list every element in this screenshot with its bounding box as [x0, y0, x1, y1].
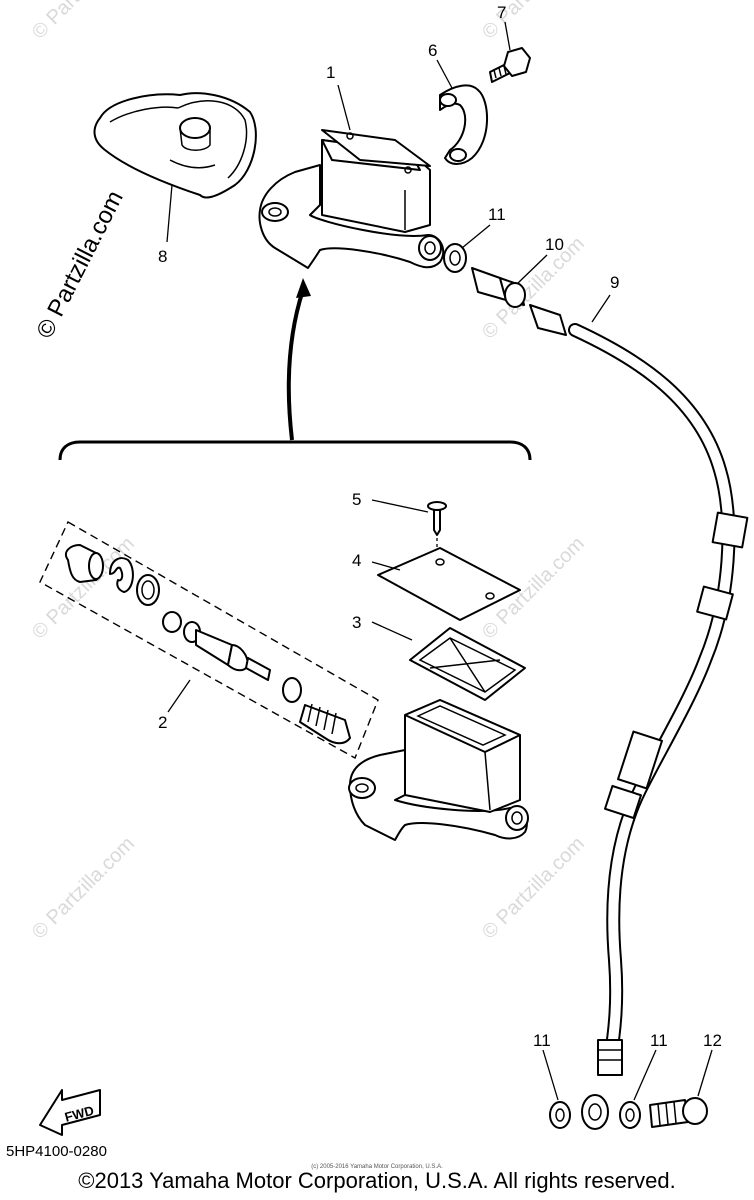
part-11-washer-hole: [555, 1108, 565, 1122]
callout-3: 3: [352, 613, 361, 632]
part-4-cover: [377, 547, 521, 621]
part-1-master-cylinder-body: [348, 699, 529, 841]
part-3-diaphragm: [409, 627, 526, 701]
exploded-group-bracket: [58, 278, 532, 461]
callout-layer: 1 2 3 4 5 6 7 8 9 10 11 11 11 12: [158, 3, 722, 1050]
part-7-bolt: [489, 47, 531, 83]
callout-9: 9: [610, 273, 619, 292]
part-11-washer: [549, 1101, 571, 1129]
part-5-screw: [427, 501, 447, 555]
callout-5: 5: [352, 490, 361, 509]
callout-6: 6: [428, 41, 437, 60]
callout-4: 4: [352, 551, 361, 570]
part-11-washer-hole: [449, 250, 461, 266]
callout-12: 12: [703, 1031, 722, 1050]
callout-2: 2: [158, 713, 167, 732]
diagram-code: 5HP4100-0280: [6, 1143, 107, 1160]
part-2-piston-kit: [39, 521, 379, 760]
fwd-arrow: FWD: [39, 1089, 101, 1136]
watermark: © Partzilla.com: [478, 0, 589, 44]
watermark: © Partzilla.com: [28, 833, 139, 944]
callout-1: 1: [326, 63, 335, 82]
watermark-main: © Partzilla.com: [31, 186, 128, 342]
part-11-washer-hole: [625, 1108, 635, 1122]
part-10-fitting: [471, 267, 526, 308]
part-6-holder: [439, 84, 488, 165]
part-1-master-cylinder: [258, 129, 445, 269]
watermark: © Partzilla.com: [28, 0, 139, 44]
leader-lines: [166, 21, 713, 1101]
callout-11: 11: [650, 1031, 668, 1050]
part-8-lever-boot: [93, 92, 257, 199]
part-12-union-bolt: [649, 1097, 708, 1128]
callout-11: 11: [533, 1031, 551, 1050]
callout-7: 7: [497, 3, 506, 22]
copyright: ©2013 Yamaha Motor Corporation, U.S.A. A…: [78, 1168, 676, 1193]
callout-10: 10: [545, 235, 564, 254]
callout-8: 8: [158, 247, 167, 266]
fwd-label: FWD: [63, 1103, 95, 1125]
watermark: © Partzilla.com: [478, 833, 589, 944]
part-11-washer: [619, 1101, 641, 1129]
callout-11: 11: [488, 205, 506, 224]
part-11-washer: [443, 243, 467, 273]
small-copyright: (c) 2005-2016 Yamaha Motor Corporation, …: [311, 1164, 443, 1170]
part-9-brake-hose: [529, 304, 749, 1130]
